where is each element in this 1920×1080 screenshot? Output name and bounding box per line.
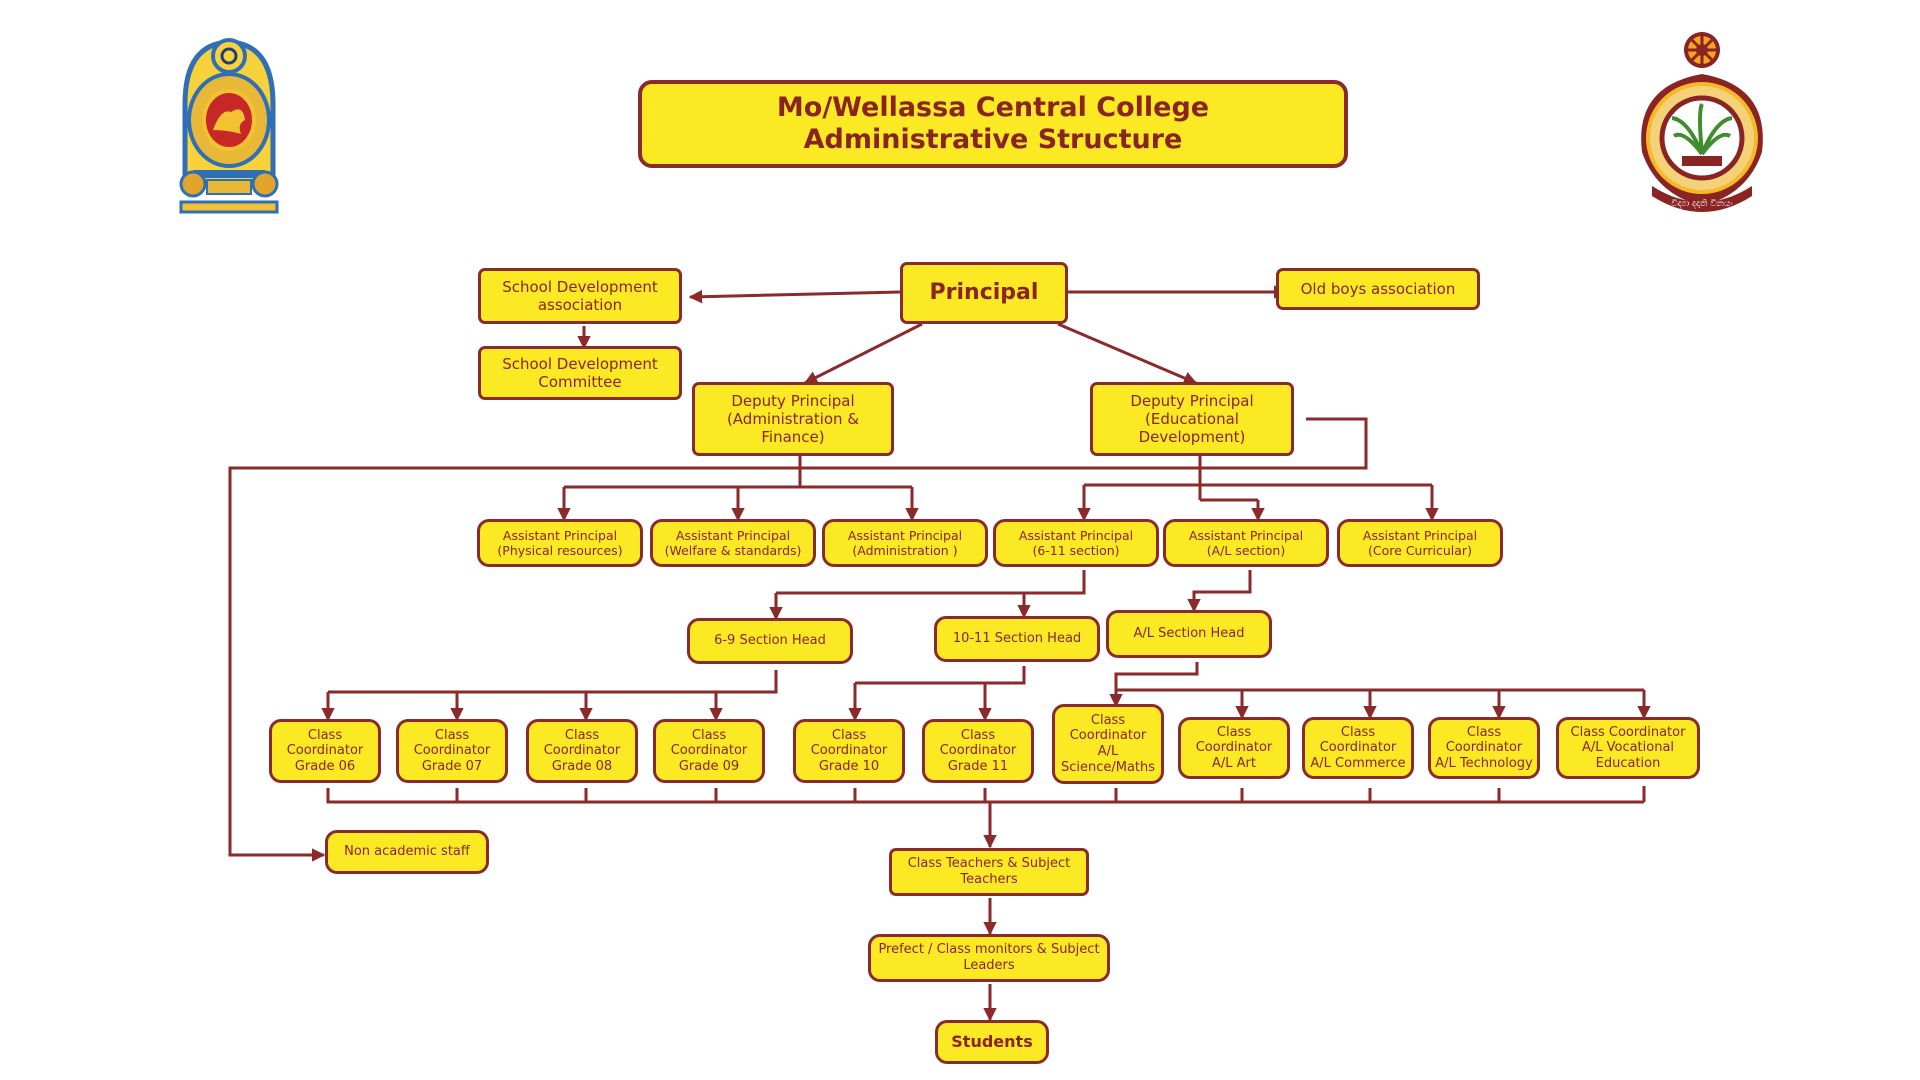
line-to-non-academic xyxy=(228,417,1368,862)
node-school-development-association: School Development association xyxy=(478,268,682,324)
node-cc-al-vocational: Class Coordinator A/L Vocational Educati… xyxy=(1556,717,1700,779)
node-prefects: Prefect / Class monitors & Subject Leade… xyxy=(868,934,1110,982)
node-cc-grade-08: Class Coordinator Grade 08 xyxy=(526,719,638,783)
line-sh1011-stem xyxy=(855,666,1026,685)
node-section-head-10-11: 10-11 Section Head xyxy=(934,616,1100,662)
node-non-academic-staff: Non academic staff xyxy=(325,830,489,874)
arrow-principal-to-dp-admin xyxy=(803,322,923,385)
line-coordinator-collector xyxy=(326,786,1646,804)
line-ap611-stem xyxy=(776,570,1086,595)
node-cc-al-technology: Class Coordinator A/L Technology xyxy=(1428,717,1540,779)
node-cc-al-art: Class Coordinator A/L Art xyxy=(1178,717,1290,779)
node-ap-core-curricular: Assistant Principal (Core Curricular) xyxy=(1337,519,1503,567)
node-ap-physical-resources: Assistant Principal (Physical resources) xyxy=(477,519,643,567)
node-cc-grade-10: Class Coordinator Grade 10 xyxy=(793,719,905,783)
sri-lanka-emblem-icon xyxy=(179,38,279,214)
title-line-2: Administrative Structure xyxy=(803,124,1183,155)
node-section-head-6-9: 6-9 Section Head xyxy=(687,618,853,664)
arrow-principal-to-sda xyxy=(688,289,901,304)
chart-title: Mo/Wellassa Central College Administrati… xyxy=(638,80,1348,168)
node-class-teachers: Class Teachers & Subject Teachers xyxy=(889,848,1089,896)
node-section-head-al: A/L Section Head xyxy=(1106,610,1272,658)
node-ap-6-11: Assistant Principal (6-11 section) xyxy=(993,519,1159,567)
line-shal-stem xyxy=(1114,662,1644,692)
node-principal: Principal xyxy=(900,262,1068,324)
node-cc-al-science-maths: Class Coordinator A/L Science/Maths xyxy=(1052,704,1164,784)
node-cc-grade-09: Class Coordinator Grade 09 xyxy=(653,719,765,783)
node-ap-al: Assistant Principal (A/L section) xyxy=(1163,519,1329,567)
school-crest-icon: විද්‍යා දදාති විනයං xyxy=(1641,32,1763,212)
title-line-1: Mo/Wellassa Central College xyxy=(776,92,1210,124)
node-students: Students xyxy=(935,1020,1049,1064)
node-cc-grade-11: Class Coordinator Grade 11 xyxy=(922,719,1034,783)
node-deputy-principal-admin: Deputy Principal (Administration & Finan… xyxy=(692,382,894,456)
node-school-development-committee: School Development Committee xyxy=(478,346,682,400)
node-deputy-principal-education: Deputy Principal (Educational Developmen… xyxy=(1090,382,1294,456)
line-dp-edu-bar xyxy=(1084,483,1432,502)
node-cc-grade-06: Class Coordinator Grade 06 xyxy=(269,719,381,783)
arrow-to-shal xyxy=(1187,570,1252,613)
node-cc-al-commerce: Class Coordinator A/L Commerce xyxy=(1302,717,1414,779)
line-sh69-stem xyxy=(328,670,778,694)
school-motto: විද්‍යා දදාති විනයං xyxy=(1671,198,1732,209)
node-old-boys-association: Old boys association xyxy=(1276,268,1480,310)
arrow-principal-to-dp-edu xyxy=(1057,322,1198,385)
node-ap-welfare: Assistant Principal (Welfare & standards… xyxy=(650,519,816,567)
node-cc-grade-07: Class Coordinator Grade 07 xyxy=(396,719,508,783)
node-ap-administration: Assistant Principal (Administration ) xyxy=(822,519,988,567)
